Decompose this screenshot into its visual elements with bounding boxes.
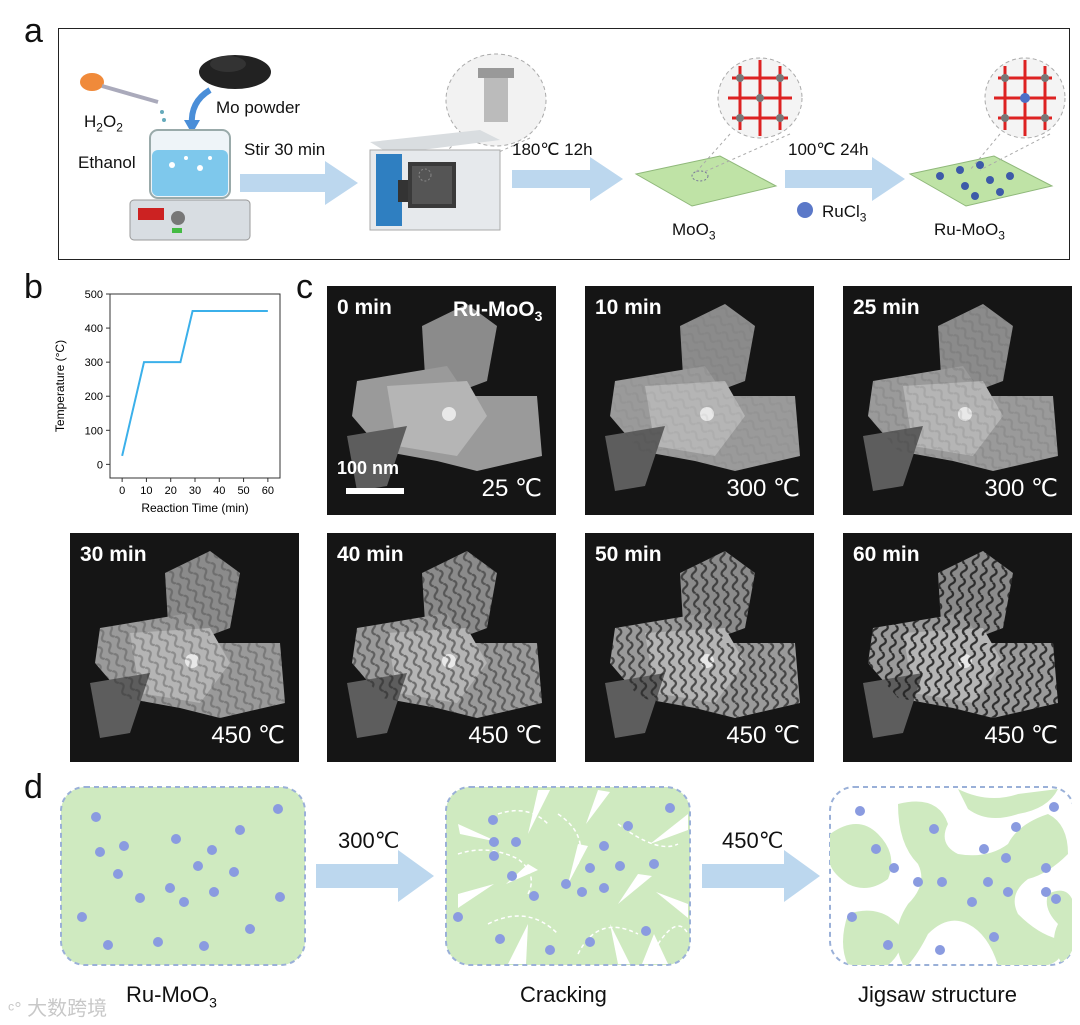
d-label-jigsaw: Jigsaw structure <box>858 982 1017 1007</box>
jigsaw-regions <box>830 789 1072 965</box>
chart-plot-area <box>109 293 281 479</box>
ru-particles-2 <box>453 803 675 955</box>
x-tick-label: 40 <box>213 485 225 497</box>
d-label-ru-moo3: Ru-MoO3 <box>126 982 217 1011</box>
tem-temperature-label: 300 ℃ <box>984 475 1058 502</box>
panel-label-b: b <box>24 268 43 306</box>
tem-temperature-label: 300 ℃ <box>726 475 800 502</box>
d-label-cracking: Cracking <box>520 982 607 1007</box>
y-tick-label: 0 <box>97 459 103 471</box>
tem-temperature-label: 450 ℃ <box>468 722 542 749</box>
tem-frame: 30 min 450 ℃ <box>70 533 299 762</box>
tem-frame: 25 min 300 ℃ <box>843 286 1072 515</box>
moo3-plate <box>634 155 778 207</box>
mo-powder-label: Mo powder <box>216 98 301 117</box>
stirrer-icon <box>129 199 251 241</box>
tem-micrograph <box>863 304 1058 491</box>
scale-bar <box>346 488 404 494</box>
y-axis-label: Temperature (°C) <box>53 340 67 432</box>
tem-frame: 0 min 25 ℃ <box>327 286 556 515</box>
step-stir-label: Stir 30 min <box>244 140 326 159</box>
panel-a-frame <box>58 28 1070 260</box>
x-axis-label: Reaction Time (min) <box>141 501 248 515</box>
panel-d-diagram <box>60 786 1072 966</box>
tem-frame: 50 min 450 ℃ <box>585 533 814 762</box>
tem-temperature-label: 450 ℃ <box>211 722 285 749</box>
ru-particles-3 <box>847 802 1061 955</box>
scale-bar-label: 100 nm <box>337 458 400 478</box>
tem-micrograph <box>863 551 1058 738</box>
tem-frame: 40 min 450 ℃ <box>327 533 556 762</box>
watermark: ᶜ° 大数跨境 <box>8 998 108 1020</box>
cracking-box <box>445 786 691 966</box>
step-100-label: 100℃ 24h <box>788 140 869 159</box>
panel-label-a: a <box>24 12 43 50</box>
ru-moo3-label: Ru-MoO3 <box>934 220 1005 243</box>
x-tick-label: 60 <box>262 485 274 497</box>
temperature-series-line <box>121 310 268 457</box>
x-tick-label: 30 <box>189 485 201 497</box>
tem-frame: 10 min 300 ℃ <box>585 286 814 515</box>
y-tick-label: 500 <box>85 289 103 301</box>
rucl3-label: RuCl3 <box>822 202 867 225</box>
tem-micrograph <box>90 551 285 738</box>
tem-temperature-label: 25 ℃ <box>481 475 542 502</box>
lattice-icon-1 <box>717 57 803 139</box>
moo3-label: MoO3 <box>672 220 716 243</box>
tem-time-label: 40 min <box>337 543 404 566</box>
tem-time-label: 30 min <box>80 543 147 566</box>
tem-temperature-label: 450 ℃ <box>726 722 800 749</box>
y-tick-label: 300 <box>85 357 103 369</box>
d-step1-label: 300℃ <box>338 828 400 853</box>
x-tick-label: 20 <box>165 485 177 497</box>
crack-marks <box>458 790 688 964</box>
x-tick-label: 50 <box>237 485 249 497</box>
tem-time-label: 50 min <box>595 543 662 566</box>
panel-label-d: d <box>24 768 43 806</box>
y-tick-label: 400 <box>85 323 103 335</box>
ru-particles-1 <box>77 804 285 951</box>
step-180-label: 180℃ 12h <box>512 140 593 159</box>
dropper-icon <box>80 73 166 122</box>
ethanol-label: Ethanol <box>78 153 136 172</box>
lattice-icon-2 <box>984 57 1066 139</box>
tem-micrograph <box>605 551 800 738</box>
tem-micrograph <box>347 304 542 491</box>
tem-frame: 60 min 450 ℃ <box>843 533 1072 762</box>
y-tick-label: 200 <box>85 391 103 403</box>
x-tick-label: 0 <box>119 485 125 497</box>
tem-micrograph <box>347 551 542 738</box>
tem-material-label: Ru-MoO3 <box>453 298 543 325</box>
h2o2-label: H2O2 <box>84 112 123 135</box>
tem-time-label: 10 min <box>595 296 662 319</box>
beaker-icon <box>149 129 231 199</box>
d-step2-label: 450℃ <box>722 828 784 853</box>
tem-time-label: 25 min <box>853 296 920 319</box>
tem-temperature-label: 450 ℃ <box>984 722 1058 749</box>
watermark-logo-icon: ᶜ° <box>8 999 22 1019</box>
mo-powder-icon <box>199 55 271 89</box>
ru-moo3-plate <box>908 155 1054 207</box>
oven-icon <box>369 130 501 231</box>
panel-label-c: c <box>296 268 313 306</box>
x-tick-label: 10 <box>140 485 152 497</box>
tem-time-label: 0 min <box>337 296 392 319</box>
tem-time-label: 60 min <box>853 543 920 566</box>
panel-a-illustration <box>80 53 1066 241</box>
y-tick-label: 100 <box>85 425 103 437</box>
tem-micrograph <box>605 304 800 491</box>
